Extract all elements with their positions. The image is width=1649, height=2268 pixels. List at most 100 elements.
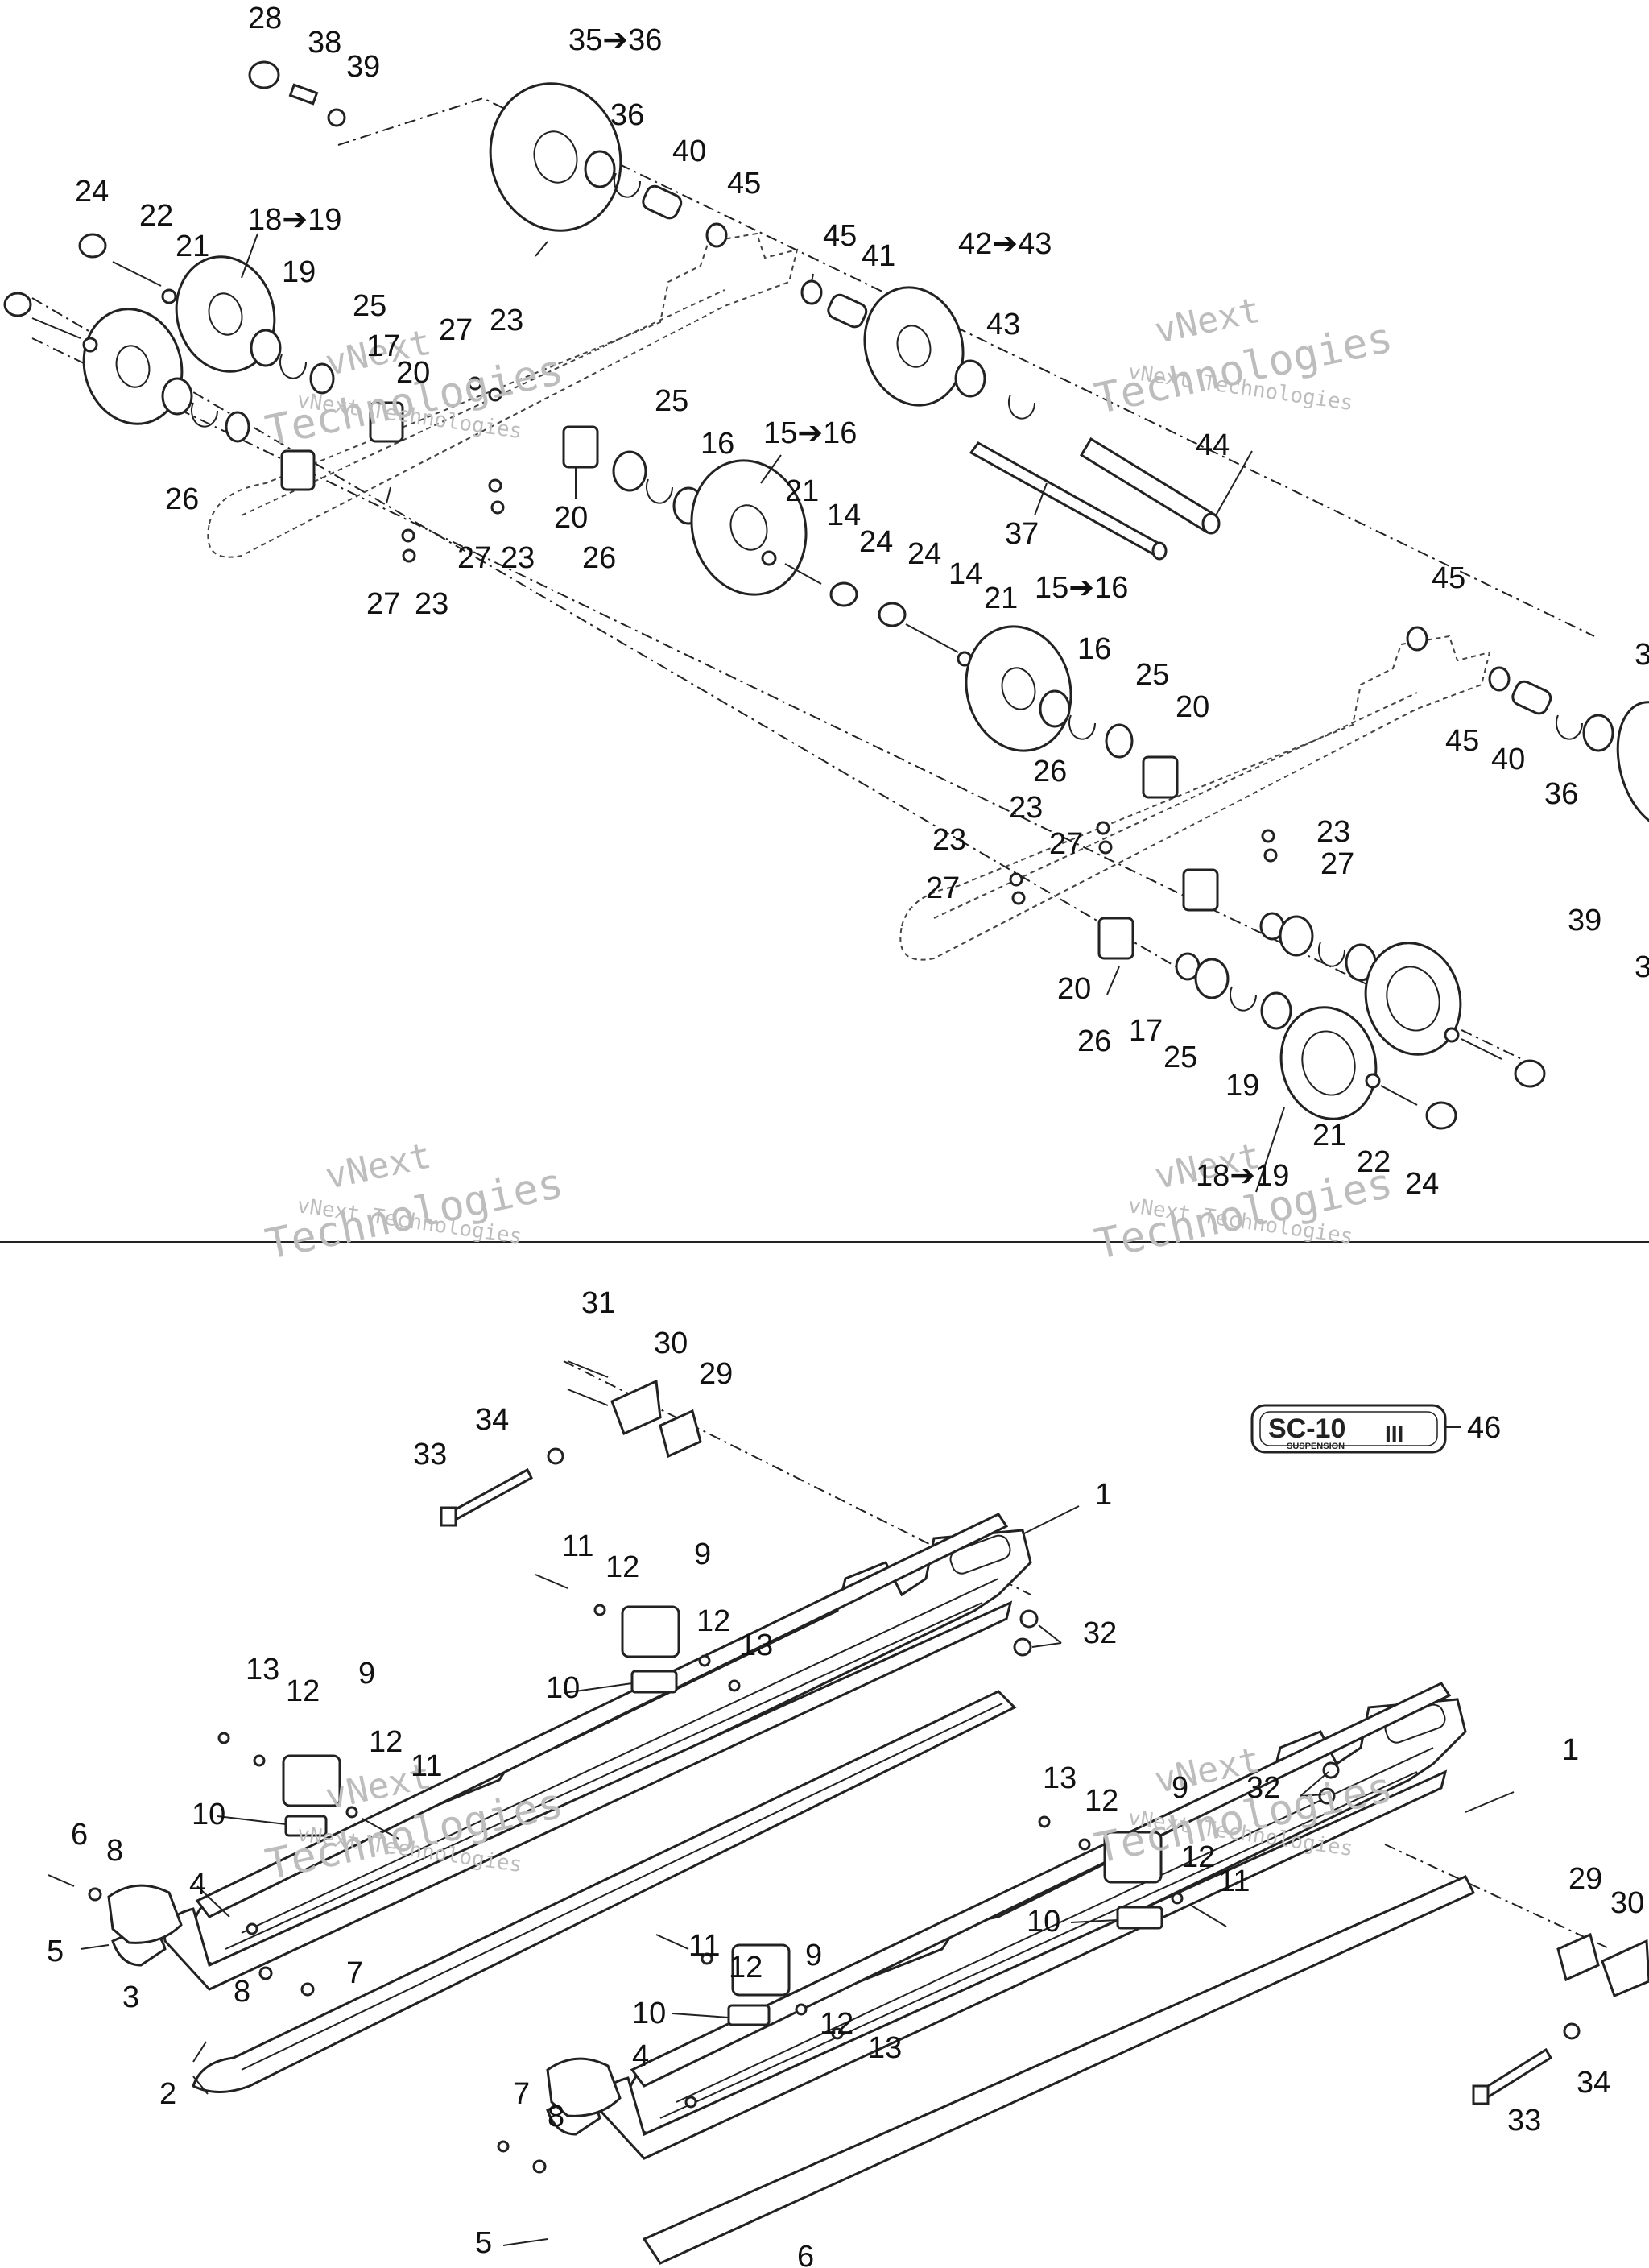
retaining-ring xyxy=(646,478,673,504)
sc10-suspension-badge: SC-10 III SUSPENSION xyxy=(1250,1404,1447,1454)
callout-label: 44 xyxy=(1196,428,1230,462)
retaining-ring xyxy=(1068,714,1096,740)
callout-label: 8 xyxy=(234,1975,250,2009)
slider-shoe xyxy=(1103,1831,1163,1884)
slider-shoe xyxy=(282,1754,341,1807)
callout-label: 34 xyxy=(1577,2066,1610,2100)
spacer xyxy=(642,184,683,220)
washer xyxy=(225,411,250,443)
callout-label: 28 xyxy=(248,2,282,35)
callout-label: 8 xyxy=(548,2100,564,2133)
bracket-30 xyxy=(1601,1939,1649,1997)
washer xyxy=(1279,915,1314,957)
callout-label: 20 xyxy=(554,501,588,535)
idler-wheel xyxy=(82,308,184,425)
callout-label: 36 xyxy=(1544,777,1578,811)
callout-label: 5 xyxy=(475,2226,492,2260)
bolt-33 xyxy=(1472,2047,1553,2105)
callout-label: 12 xyxy=(605,1550,639,1584)
bolt xyxy=(784,563,822,585)
washer xyxy=(82,337,98,353)
wear-pad xyxy=(630,1670,678,1694)
callout-label: 3 xyxy=(1635,638,1649,672)
cap xyxy=(878,602,907,627)
callout-label: 22 xyxy=(1357,1145,1391,1179)
bumper-block xyxy=(107,1884,622,2117)
frame-rail-ghost xyxy=(207,232,799,558)
callout-label: 26 xyxy=(582,541,616,575)
washer xyxy=(800,279,823,305)
callout-label: 16 xyxy=(1077,632,1111,666)
nut-34 xyxy=(1563,2022,1581,2040)
callout-label: 10 xyxy=(1027,1905,1060,1939)
washer xyxy=(761,550,777,566)
callout-label: 45 xyxy=(1445,724,1479,758)
callout-label: 22 xyxy=(139,199,173,233)
callout-label: 15➔16 xyxy=(763,416,857,450)
bolt xyxy=(288,83,319,106)
callout-label: 24 xyxy=(859,525,893,559)
leader-lines xyxy=(241,233,1285,1193)
idler-wheel xyxy=(863,286,965,407)
washer xyxy=(612,450,647,492)
washer xyxy=(1444,1027,1460,1043)
callout-label: 20 xyxy=(1057,972,1091,1006)
badge-main: SC-10 xyxy=(1268,1413,1345,1444)
bearing xyxy=(584,150,616,188)
callout-label: 14 xyxy=(948,557,982,591)
slider-shoe xyxy=(621,1605,680,1658)
callout-label: 46 xyxy=(1467,1411,1501,1445)
callout-label: 26 xyxy=(1077,1024,1111,1058)
bearing xyxy=(1260,991,1292,1030)
frame-rail-ghost xyxy=(241,289,725,516)
callout-label: 5 xyxy=(47,1935,64,1968)
wear-pad xyxy=(727,2004,771,2026)
callout-label: 27 xyxy=(457,541,491,575)
washer xyxy=(1488,666,1511,692)
callout-label: 12 xyxy=(1085,1784,1118,1818)
upper-assembly xyxy=(3,60,1649,1193)
bolt-31 xyxy=(567,1360,609,1378)
cap xyxy=(248,60,280,89)
callout-label: 24 xyxy=(907,537,941,571)
callout-label: 21 xyxy=(785,474,819,508)
washer xyxy=(1105,723,1134,759)
washer xyxy=(1194,958,1230,999)
callout-label: 21 xyxy=(984,581,1018,615)
callout-label: 4 xyxy=(189,1868,206,1902)
callout-label: 30 xyxy=(1610,1886,1644,1920)
callout-label: 11 xyxy=(688,1929,720,1963)
callout-label: 17 xyxy=(366,329,400,363)
bolt xyxy=(1461,1038,1502,1060)
axle-bracket xyxy=(280,449,316,491)
nut-32 xyxy=(1019,1609,1039,1629)
callout-label: 34 xyxy=(475,1403,509,1437)
retaining-ring xyxy=(614,172,641,198)
washer xyxy=(309,362,335,395)
callout-label: 43 xyxy=(986,308,1020,341)
callout-label: 45 xyxy=(727,167,761,201)
callout-label: 31 xyxy=(581,1286,615,1320)
callout-label: 20 xyxy=(1176,690,1209,724)
callout-label: 3 xyxy=(122,1980,139,2014)
callout-label: 25 xyxy=(655,384,688,418)
retaining-ring xyxy=(191,402,218,428)
callout-label: 42➔43 xyxy=(958,227,1052,261)
callout-label: 25 xyxy=(1135,658,1169,692)
idler-wheel xyxy=(1364,942,1462,1056)
callout-label: 17 xyxy=(1129,1014,1163,1048)
callout-label: 19 xyxy=(1225,1069,1259,1103)
axle-bracket xyxy=(562,425,599,469)
callout-label: 26 xyxy=(1033,755,1067,788)
callout-label: 2 xyxy=(159,2077,176,2111)
callout-label: 7 xyxy=(346,1956,363,1990)
bearing xyxy=(161,377,193,416)
washer xyxy=(161,288,177,304)
callout-label: 6 xyxy=(71,1818,88,1852)
callout-label: 21 xyxy=(176,230,209,263)
callout-label: 27 xyxy=(1320,847,1354,881)
callout-label: 45 xyxy=(823,219,857,253)
retaining-ring xyxy=(1556,714,1583,740)
wear-pad xyxy=(1116,1906,1163,1930)
